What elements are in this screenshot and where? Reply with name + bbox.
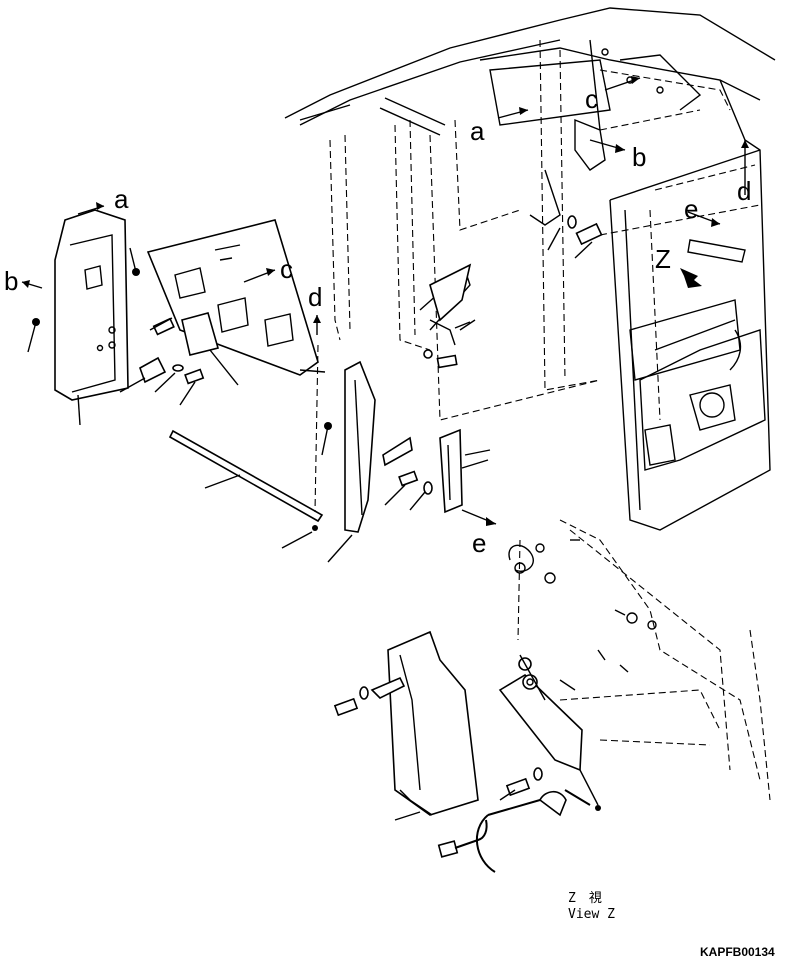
left-side-cover [54,209,129,426]
caption-line-2: View Z [568,907,615,922]
reference-labels: a b c d e a b c d e Z [4,84,751,558]
direction-arrows [21,76,749,526]
bracket-small [119,356,205,406]
label-d-mid: d [308,282,322,312]
bolts-middle [382,349,458,511]
label-z-mark: Z [655,244,671,274]
label-e-right: e [684,194,698,224]
view-caption: Z 視 View Z [568,891,615,922]
figure-code: KAPFB00134 [700,945,775,959]
label-c-mid: c [280,254,293,284]
middle-vertical-panel [314,344,376,563]
floor-assembly [508,519,771,801]
caption-line-1: Z 視 [568,891,602,906]
long-strip [168,429,324,549]
cab-frame [284,7,776,531]
bolts-left [27,247,175,353]
label-e-mid: e [472,528,486,558]
bolts-lower [333,676,543,801]
lower-cover-plate [387,630,479,821]
small-plate [181,312,239,386]
angled-bracket [498,654,601,811]
top-cover-panel [146,219,326,376]
leader-lines [219,257,491,456]
label-b-right: b [632,142,646,172]
cab-bolts [429,215,603,331]
label-c-right: c [585,84,598,114]
center-bracket [439,428,489,514]
label-a-right: a [470,116,485,146]
label-a-left: a [114,184,129,214]
label-d-right: d [737,176,751,206]
label-b-left: b [4,266,18,296]
wire-harness [437,789,591,873]
